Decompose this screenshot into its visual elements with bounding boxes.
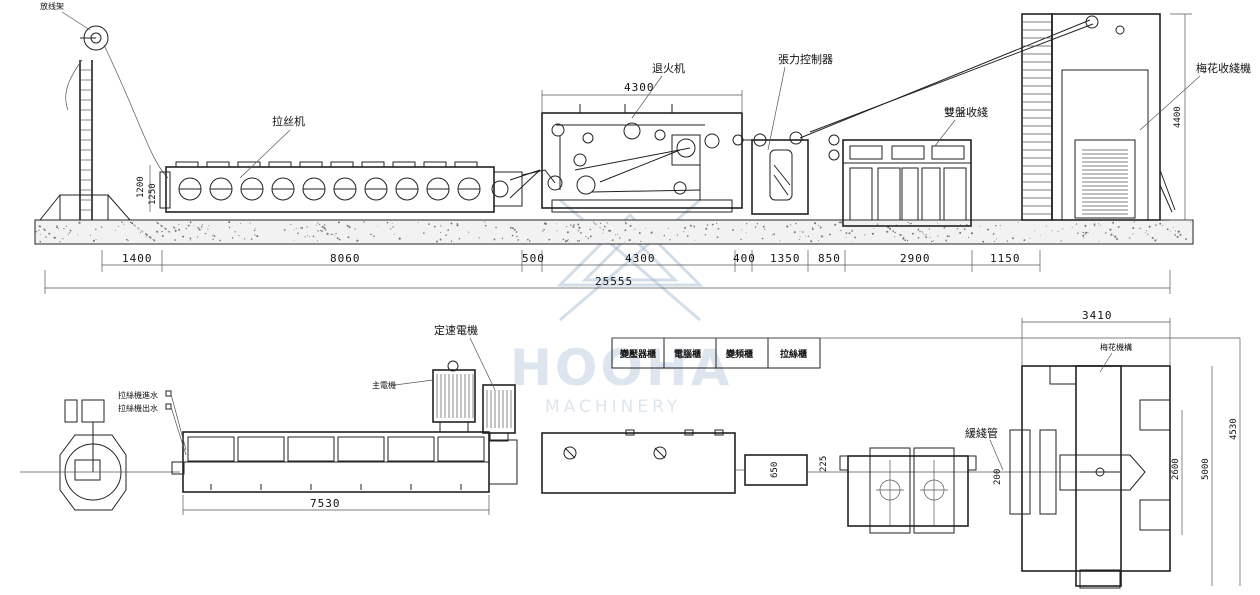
dim-top-total: 25555 — [595, 275, 633, 288]
dim-coiler-height: 4400 — [1173, 106, 1183, 128]
dim-seg-6: 1350 — [770, 252, 801, 265]
label-water-in: 拉絲機進水 — [118, 390, 158, 400]
pay-off-tower — [39, 25, 169, 221]
dim-seg-2: 8060 — [330, 252, 361, 265]
legend-computer: 電腦櫃 — [674, 348, 701, 360]
speed-motor — [482, 384, 516, 442]
label-coiler-plan: 梅花機構 — [1100, 342, 1132, 352]
tension-controller — [732, 131, 809, 215]
dim-225: 225 — [819, 456, 829, 472]
coiler-plan — [1009, 365, 1171, 589]
dim-annealer-width: 4300 — [624, 81, 655, 94]
label-coiler: 梅花收綫機 — [1196, 61, 1251, 75]
dim-seg-4: 4300 — [625, 252, 656, 265]
label-annealer: 退火机 — [652, 61, 685, 75]
tension-plan: 650 225 — [735, 454, 1080, 486]
dim-bottom-drawer: 7530 — [310, 497, 341, 510]
drawing-machine — [159, 161, 541, 213]
legend-transformer: 變壓器櫃 — [619, 348, 656, 360]
main-motor — [432, 360, 476, 433]
dim-plan-h3: 2600 — [1171, 458, 1181, 480]
double-reel-takeup — [828, 134, 972, 227]
dim-seg-3: 500 — [522, 252, 545, 265]
double-reel-plan — [839, 447, 977, 534]
annealer — [541, 104, 743, 213]
label-buffer-tube: 緩綫管 — [965, 426, 998, 440]
dim-plan-h2: 5000 — [1201, 458, 1211, 480]
label-double-reel: 雙盤收綫 — [944, 105, 988, 119]
watermark-sub: MACHINERY — [545, 397, 681, 417]
label-pay-off: 放线架 — [40, 1, 64, 11]
dim-seg-7: 850 — [818, 252, 841, 265]
dim-650: 650 — [770, 462, 780, 478]
dim-drawer-h2: 1250 — [148, 183, 158, 205]
coiler-tower — [1021, 13, 1176, 221]
legend-drawing: 拉絲櫃 — [780, 348, 807, 360]
label-water-out: 拉絲機出水 — [118, 403, 158, 413]
dim-drawer-h1: 1200 — [136, 176, 146, 198]
dim-200: 200 — [993, 469, 1003, 485]
dim-plan-h1: 4530 — [1229, 418, 1239, 440]
legend-inverter: 變頻櫃 — [725, 348, 753, 360]
annealer-plan — [541, 429, 736, 494]
floor-slab — [34, 219, 1194, 245]
pay-off-plan — [20, 399, 180, 511]
cabinet-legend: 變壓器櫃 電腦櫃 變頻櫃 拉絲櫃 — [611, 337, 821, 369]
label-drawing-machine: 拉丝机 — [272, 114, 305, 128]
dim-seg-1: 1400 — [122, 252, 153, 265]
dim-seg-9: 1150 — [990, 252, 1021, 265]
dim-seg-8: 2900 — [900, 252, 931, 265]
dim-coiler-plan-width: 3410 — [1082, 309, 1113, 322]
dim-seg-5: 400 — [733, 252, 756, 265]
drawing-machine-plan — [171, 431, 518, 493]
label-speed-motor: 定速電機 — [434, 323, 478, 337]
label-tension-controller: 張力控制器 — [778, 52, 833, 66]
top-dimension-chain: 1400 8060 500 4300 400 1350 850 2900 115… — [44, 250, 1171, 294]
label-main-motor: 主電機 — [372, 380, 396, 390]
